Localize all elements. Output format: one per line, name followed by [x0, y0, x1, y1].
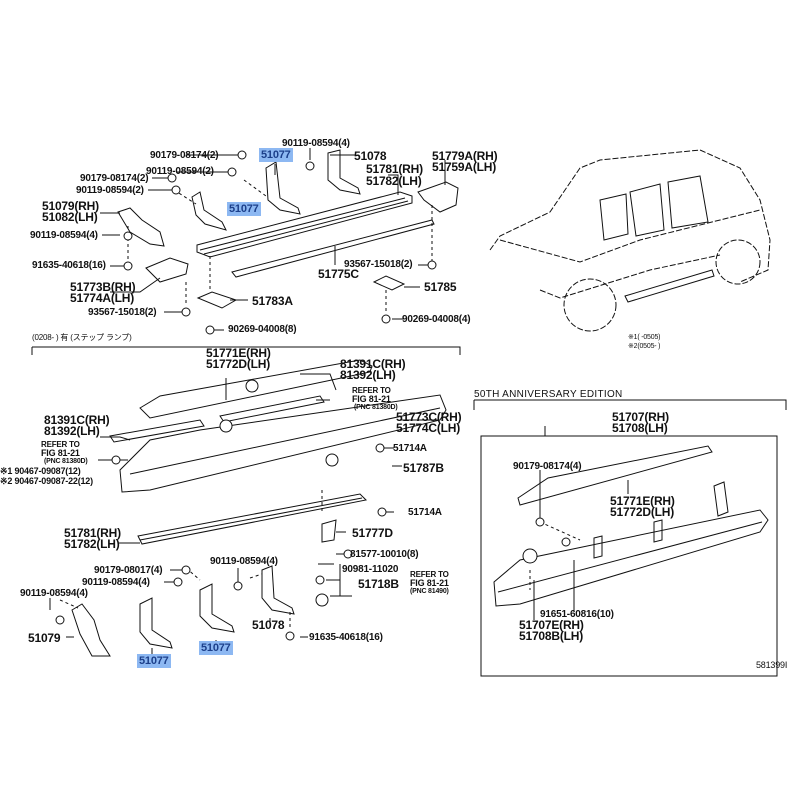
label-91635-40618-top[interactable]: 91635-40618(16): [32, 260, 106, 271]
label-90119-08594-f[interactable]: 90119-08594(4): [210, 556, 278, 567]
label-51708B[interactable]: 51708B(LH): [519, 629, 584, 643]
end-cap-51779A: [417, 181, 459, 213]
end-cap-51773B: [145, 257, 189, 283]
bracket-51077-b: [265, 161, 301, 215]
label-51079-bottom[interactable]: 51079: [28, 631, 61, 645]
label-51783A[interactable]: 51783A: [252, 294, 293, 308]
label-51787B[interactable]: 51787B: [403, 461, 444, 475]
label-90119-08594-c[interactable]: 90119-08594(4): [282, 138, 350, 149]
label-90179-08017[interactable]: 90179-08017(4): [94, 565, 163, 576]
label-51077-highlighted-b[interactable]: 51077: [227, 202, 261, 216]
vehicle-outline: [489, 149, 771, 283]
label-51714A-a[interactable]: 51714A: [393, 443, 427, 454]
label-81392-left[interactable]: 81392(LH): [44, 424, 100, 438]
label-90179-08174-b[interactable]: 90179-08174(2): [80, 173, 149, 184]
refer-note-a-2[interactable]: FIG 81-21: [352, 394, 391, 404]
label-51718B[interactable]: 51718B: [358, 577, 399, 591]
refer-note-b-1: REFER TO: [41, 440, 80, 449]
label-91635-40618-bottom[interactable]: 91635-40618(16): [309, 632, 383, 643]
refer-note-b-3: (PNC 81380D): [44, 458, 88, 465]
label-51773C[interactable]: 51773C(RH): [396, 410, 462, 424]
label-90981-11020[interactable]: 90981-11020: [342, 564, 399, 575]
refer-note-c-2[interactable]: FIG 81-21: [410, 578, 449, 588]
anniversary-edition-title: 50TH ANNIVERSARY EDITION: [474, 389, 623, 400]
trim-81391C-right: [219, 395, 325, 423]
trim-81391C-left: [109, 419, 205, 443]
refer-note-c-3: (PNC 81490): [410, 588, 449, 595]
label-51077-highlighted-d[interactable]: 51077: [199, 641, 233, 655]
label-51781-bottom[interactable]: 51781(RH): [64, 526, 121, 540]
bracket-51077-d: [199, 583, 235, 633]
label-90119-08594-b[interactable]: 90119-08594(2): [76, 185, 144, 196]
bracket-51079-bottom: [71, 603, 111, 657]
step-cover-51771E: [139, 359, 373, 419]
rail-strip-51775C: [231, 219, 435, 278]
label-90269-04008-right[interactable]: 90269-04008(4): [402, 314, 471, 325]
label-51785[interactable]: 51785: [424, 280, 457, 294]
label-90119-08594-d[interactable]: 90119-08594(4): [30, 230, 98, 241]
bracket-51079-top: [117, 207, 165, 247]
label-51714A-b[interactable]: 51714A: [408, 507, 442, 518]
label-51078-top[interactable]: 51078: [354, 149, 387, 163]
bracket-51077-a: [191, 191, 227, 231]
label-51773B[interactable]: 51773B(RH): [70, 280, 136, 294]
label-51077-highlighted-c[interactable]: 51077: [137, 654, 171, 668]
label-51774C[interactable]: 51774C(LH): [396, 421, 461, 435]
bracket-51077-c: [139, 597, 173, 649]
label-51782-bottom[interactable]: 51782(LH): [64, 537, 120, 551]
bracket-51777D: [321, 519, 337, 543]
label-51759A[interactable]: 51759A(LH): [432, 160, 497, 174]
label-90119-08594-a[interactable]: 90119-08594(2): [146, 166, 214, 177]
label-90179-08174-a[interactable]: 90179-08174(2): [150, 150, 219, 161]
footnote-2: ※2(0505- ): [628, 343, 661, 350]
label-81391C-left[interactable]: 81391C(RH): [44, 413, 110, 427]
figure-id: 581399I: [756, 660, 788, 670]
refer-note-b-2[interactable]: FIG 81-21: [41, 448, 80, 458]
label-81392-right[interactable]: 81392(LH): [340, 368, 396, 382]
label-51708[interactable]: 51708(LH): [612, 421, 668, 435]
label-93567-15018-right[interactable]: 93567-15018(2): [344, 259, 413, 270]
label-90179-08174-anniv[interactable]: 90179-08174(4): [513, 461, 582, 472]
label-51772D-mid[interactable]: 51772D(LH): [206, 357, 271, 371]
label-51772D-anniv[interactable]: 51772D(LH): [610, 505, 675, 519]
bracket-51078-bottom: [261, 565, 295, 615]
label-51707[interactable]: 51707(RH): [612, 410, 669, 424]
label-81577-10010[interactable]: 81577-10010(8): [350, 549, 419, 560]
refer-note-a-3: (PNC 81380D): [354, 404, 398, 411]
section-note: (0208- ) 有 (ステップ ランプ): [32, 333, 132, 342]
label-90119-08594-e[interactable]: 90119-08594(4): [82, 577, 150, 588]
label-93567-15018-left[interactable]: 93567-15018(2): [88, 307, 157, 318]
bracket-51785: [372, 275, 406, 291]
label-51782-top[interactable]: 51782(LH): [366, 174, 422, 188]
step-body-anniv: [493, 509, 769, 607]
label-51082[interactable]: 51082(LH): [42, 210, 98, 224]
label-81391C-right[interactable]: 81391C(RH): [340, 357, 406, 371]
label-90467-09087[interactable]: ※1 90467-09087(12): [0, 466, 81, 476]
refer-note-a-1: REFER TO: [352, 386, 391, 395]
label-51775C[interactable]: 51775C: [318, 267, 359, 281]
label-51078-bottom[interactable]: 51078: [252, 618, 285, 632]
label-90119-08594-g[interactable]: 90119-08594(4): [20, 588, 88, 599]
label-90467-09087-22[interactable]: ※2 90467-09087-22(12): [0, 476, 93, 486]
label-51771E-anniv[interactable]: 51771E(RH): [610, 494, 675, 508]
lower-rail-51781: [137, 493, 368, 545]
refer-note-c-1: REFER TO: [410, 570, 449, 579]
step-rail-top: [196, 191, 413, 258]
step-cover-anniv: [517, 445, 713, 506]
vehicle-running-board: [624, 269, 715, 303]
label-51077-highlighted-a[interactable]: 51077: [259, 148, 293, 162]
label-51777D[interactable]: 51777D: [352, 526, 393, 540]
label-51781-top[interactable]: 51781(RH): [366, 162, 423, 176]
label-51707E[interactable]: 51707E(RH): [519, 618, 584, 632]
label-90269-04008-left[interactable]: 90269-04008(8): [228, 324, 297, 335]
step-body-51773C: [119, 394, 447, 493]
label-91651-60816[interactable]: 91651-60816(10): [540, 609, 614, 620]
label-51779A[interactable]: 51779A(RH): [432, 149, 498, 163]
label-51079-top[interactable]: 51079(RH): [42, 199, 99, 213]
footnote-1: ※1( -0505): [628, 334, 661, 341]
label-51774A[interactable]: 51774A(LH): [70, 291, 135, 305]
label-51771E-mid[interactable]: 51771E(RH): [206, 346, 271, 360]
